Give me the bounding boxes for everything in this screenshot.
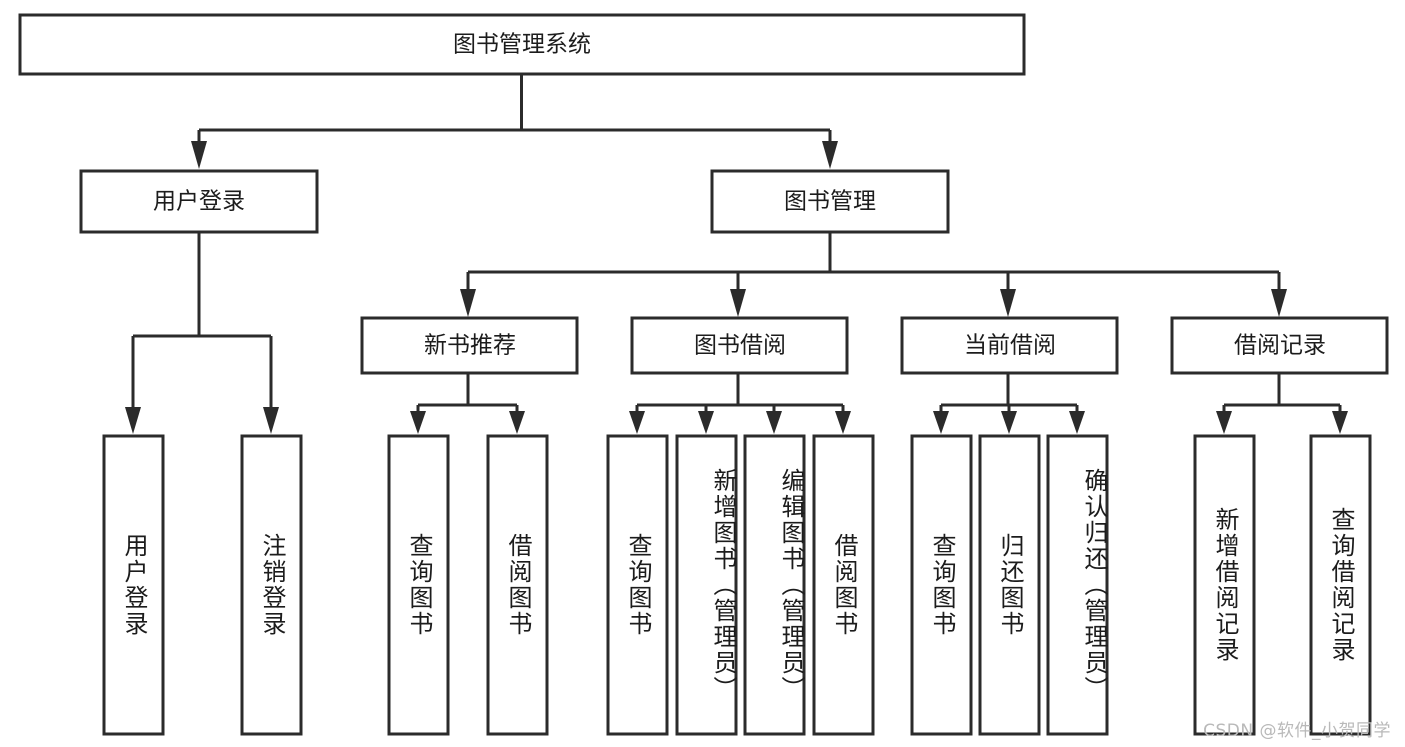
node-root-box[interactable] — [18, 13, 1026, 76]
arrowhead-leaf-logout — [263, 407, 279, 434]
node-root-label: 图书管理系统 — [453, 32, 591, 58]
arrowhead-leaf-borrow-book-2 — [835, 411, 851, 434]
leaf-box-confirm-return[interactable] — [1046, 434, 1109, 736]
arrowhead-book-manage — [822, 141, 838, 169]
node-new-book-rec-box[interactable] — [360, 316, 579, 375]
node-user-login-label: 用户登录 — [153, 189, 245, 215]
node-user-login-box[interactable] — [79, 169, 319, 234]
arrowhead-leaf-confirm-return — [1069, 411, 1085, 434]
node-book-borrow[interactable]: 图书借阅 — [630, 316, 849, 375]
arrowhead-leaf-query-record — [1332, 411, 1348, 434]
arrowhead-leaf-query-book-3 — [933, 411, 949, 434]
node-book-borrow-box[interactable] — [630, 316, 849, 375]
leaf-box-add-book[interactable] — [675, 434, 738, 736]
node-new-book-rec-label: 新书推荐 — [424, 333, 516, 359]
leaf-box-edit-book[interactable] — [743, 434, 806, 736]
arrowhead-leaf-query-book-1 — [410, 411, 426, 434]
node-root[interactable]: 图书管理系统 — [18, 13, 1026, 76]
leaf-box-return-book[interactable] — [978, 434, 1041, 736]
arrowhead-leaf-add-record — [1216, 411, 1232, 434]
node-book-manage-label: 图书管理 — [784, 189, 876, 215]
leaf-box-query-record[interactable] — [1309, 434, 1372, 736]
leaf-box-borrow-book-2[interactable] — [812, 434, 875, 736]
arrowhead-leaf-add-book — [698, 411, 714, 434]
leaf-box-query-book-3[interactable] — [910, 434, 973, 736]
arrowhead-borrow-record — [1271, 289, 1287, 317]
arrowhead-leaf-query-book-2 — [629, 411, 645, 434]
node-new-book-rec[interactable]: 新书推荐 — [360, 316, 579, 375]
node-borrow-record[interactable]: 借阅记录 — [1170, 316, 1389, 375]
arrowhead-new-book-rec — [460, 289, 476, 317]
arrowhead-leaf-return-book — [1001, 411, 1017, 434]
node-user-login[interactable]: 用户登录 — [79, 169, 319, 234]
csdn-watermark: CSDN @软件_小贺同学 — [1203, 721, 1391, 741]
arrowhead-leaf-user-login — [125, 407, 141, 434]
arrowhead-leaf-edit-book — [766, 411, 782, 434]
leaf-box-borrow-book-1[interactable] — [486, 434, 549, 736]
leaf-box-logout[interactable] — [240, 434, 303, 736]
nodes-layer: 图书管理系统 用户登录 图书管理 新书推荐 图书借阅 当前 — [18, 13, 1389, 736]
arrowhead-leaf-borrow-book-1 — [509, 411, 525, 434]
arrowhead-user-login — [191, 141, 207, 169]
edges-layer — [125, 74, 1348, 434]
node-book-manage-box[interactable] — [710, 169, 950, 234]
arrowhead-current-borrow — [1000, 289, 1016, 317]
leaf-box-query-book-2[interactable] — [606, 434, 669, 736]
node-current-borrow-label: 当前借阅 — [964, 333, 1056, 359]
leaf-box-query-book-1[interactable] — [387, 434, 450, 736]
node-borrow-record-box[interactable] — [1170, 316, 1389, 375]
node-current-borrow[interactable]: 当前借阅 — [900, 316, 1119, 375]
arrowhead-book-borrow — [730, 289, 746, 317]
node-current-borrow-box[interactable] — [900, 316, 1119, 375]
leaf-box-add-record[interactable] — [1193, 434, 1256, 736]
leaf-box-user-login[interactable] — [102, 434, 165, 736]
node-book-manage[interactable]: 图书管理 — [710, 169, 950, 234]
node-book-borrow-label: 图书借阅 — [694, 333, 786, 359]
node-borrow-record-label: 借阅记录 — [1234, 333, 1326, 359]
